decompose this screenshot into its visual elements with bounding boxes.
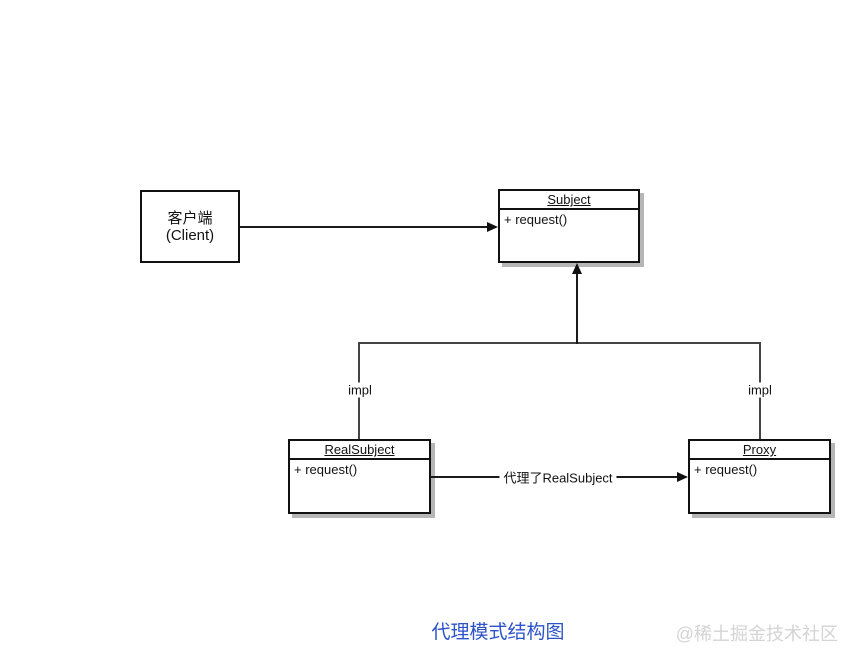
client-node: 客户端 (Client) <box>140 190 240 263</box>
edge-impl-to-subject <box>576 274 578 344</box>
edge-client-to-subject <box>240 226 488 228</box>
watermark-text: @稀土掘金技术社区 <box>675 624 838 644</box>
proxy-class-method: + request() <box>694 462 758 477</box>
realsubject-class-title: RealSubject <box>290 441 429 460</box>
client-label-en: (Client) <box>165 226 215 244</box>
subject-class-title: Subject <box>500 191 638 210</box>
diagram-caption: 代理模式结构图 <box>431 622 565 643</box>
realsubject-class-method: + request() <box>294 462 358 477</box>
impl-label-left: impl <box>344 382 376 398</box>
subject-class-node: Subject + request() <box>498 189 640 263</box>
realsubject-class-node: RealSubject + request() <box>288 439 431 514</box>
arrowhead-into-proxy-icon <box>677 472 688 482</box>
arrowhead-up-into-subject-icon <box>572 263 582 274</box>
impl-label-right: impl <box>744 382 776 398</box>
proxy-class-node: Proxy + request() <box>688 439 831 514</box>
client-label-cn: 客户端 <box>167 209 213 227</box>
subject-class-method: + request() <box>504 212 568 227</box>
edge-impl-horizontal <box>358 342 761 344</box>
proxy-class-title: Proxy <box>690 441 829 460</box>
proxy-relation-label: 代理了RealSubject <box>499 467 617 487</box>
arrowhead-into-subject-icon <box>487 222 498 232</box>
